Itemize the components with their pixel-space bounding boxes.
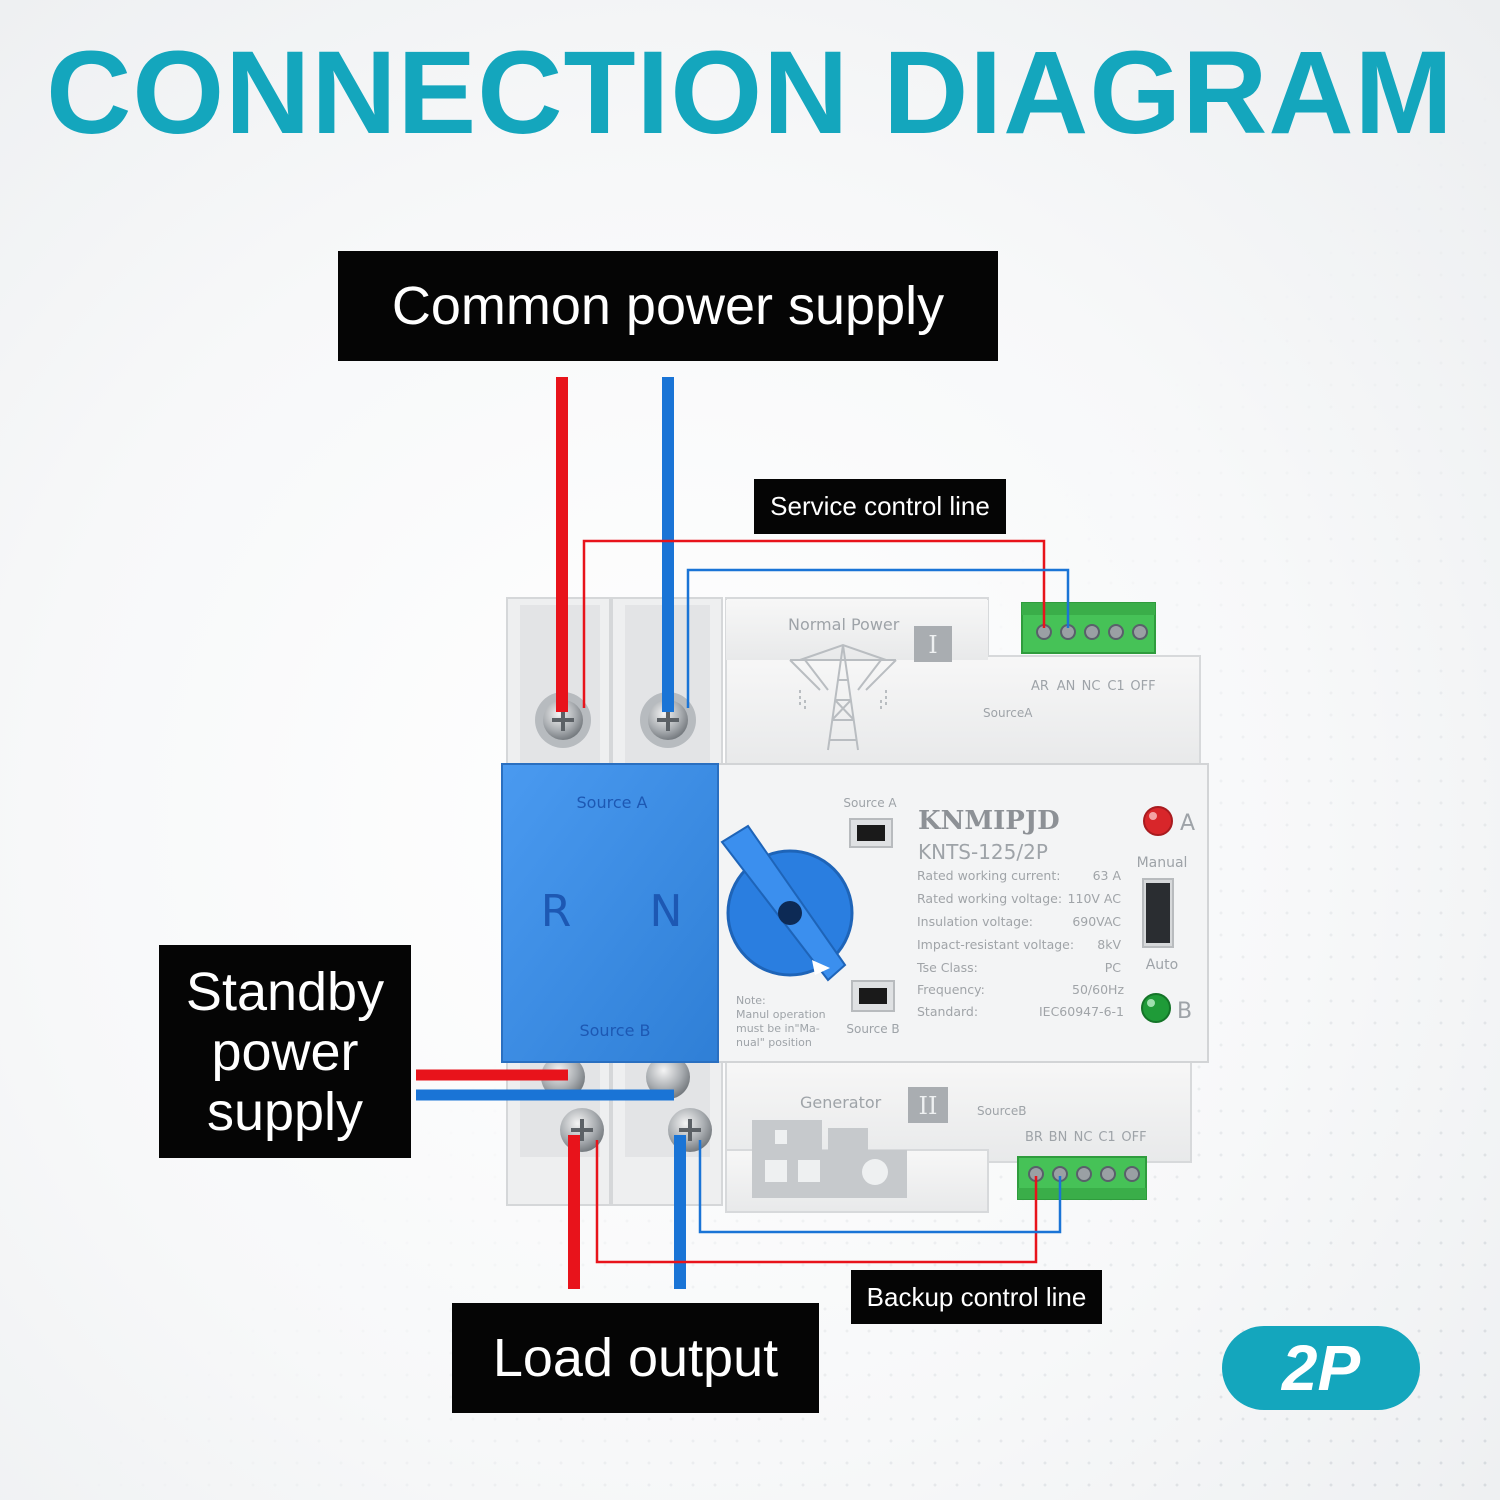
- note-line-1: Note:: [736, 994, 766, 1007]
- spec-list: Rated working current: 63 A Rated workin…: [916, 868, 1124, 1019]
- spec-value: 110V AC: [1068, 891, 1122, 906]
- service-control-line-label: Service control line: [754, 479, 1006, 534]
- screw-bottom-n-slot: [679, 1119, 701, 1141]
- bottom-control-terminal-block: [1017, 1156, 1147, 1200]
- terminal-label-br: BR: [1025, 1130, 1043, 1145]
- note-line-3: must be in"Ma-: [736, 1022, 820, 1035]
- cover-source-b: Source B: [579, 1021, 650, 1040]
- screw-mid-n: [646, 1055, 690, 1099]
- terminal-label-c1-bottom: C1: [1098, 1130, 1115, 1145]
- terminal-label-nc-bottom: NC: [1074, 1130, 1093, 1145]
- spec-label: Standard:: [917, 1004, 978, 1019]
- top-module: [725, 655, 1201, 767]
- led-green-icon: [1141, 993, 1171, 1023]
- pole-count-badge: 2P: [1222, 1326, 1420, 1410]
- spec-value: 8kV: [1097, 937, 1121, 952]
- transfer-switch-device: Normal Power I SourceA AR AN NC C1 OFF G…: [501, 597, 1209, 1213]
- terminal-label-an: AN: [1057, 679, 1076, 694]
- backup-control-live-line: [595, 1140, 1038, 1264]
- spec-label: Frequency:: [917, 982, 985, 997]
- bottom-module-name: Generator: [800, 1093, 882, 1112]
- roman-numeral-bottom: II: [919, 1092, 938, 1120]
- rotary-handle-icon[interactable]: [720, 824, 854, 982]
- model-number: KNTS-125/2P: [918, 840, 1048, 864]
- mode-manual-label: Manual: [1137, 855, 1188, 871]
- spec-value: 63 A: [1093, 868, 1122, 883]
- top-control-terminal-block: [1021, 602, 1156, 654]
- spec-label: Impact-resistant voltage:: [917, 937, 1074, 952]
- terminal-label-nc-top: NC: [1082, 679, 1101, 694]
- mode-auto-label: Auto: [1146, 957, 1179, 973]
- spec-label: Tse Class:: [916, 960, 978, 975]
- note-line-2: Manul operation: [736, 1008, 826, 1021]
- spec-value: 50/60Hz: [1072, 982, 1124, 997]
- page-title: CONNECTION DIAGRAM: [46, 27, 1454, 159]
- brand-name: KNMIPJD: [918, 806, 1060, 836]
- window-source-a-label: Source A: [843, 796, 897, 810]
- roman-badge-bottom: [908, 1087, 948, 1123]
- indicator-b-label: B: [1177, 999, 1192, 1024]
- roman-badge-top: [914, 626, 952, 662]
- spec-label: Insulation voltage:: [917, 914, 1033, 929]
- terminal-label-off-bottom: OFF: [1121, 1130, 1146, 1145]
- screw-top-r-slot: [552, 709, 574, 731]
- terminal-label-c1-top: C1: [1107, 679, 1124, 694]
- wires: [416, 377, 1070, 1289]
- note-line-4: nual" position: [736, 1036, 812, 1049]
- standby-power-supply-label: Standby power supply: [159, 945, 411, 1158]
- terminal-label-bn: BN: [1049, 1130, 1068, 1145]
- spec-label: Rated working voltage:: [917, 891, 1062, 906]
- window-source-b-label: Source B: [846, 1022, 899, 1036]
- spec-value: PC: [1105, 960, 1122, 975]
- load-output-label: Load output: [452, 1303, 819, 1413]
- top-module-name: Normal Power: [788, 615, 900, 634]
- screw-bottom-r-slot: [571, 1119, 593, 1141]
- cover-phase-r: R: [541, 886, 572, 937]
- top-source-label: SourceA: [983, 706, 1033, 720]
- generator-icon: [752, 1120, 907, 1198]
- cover-source-a: Source A: [577, 793, 648, 812]
- bottom-source-label: SourceB: [977, 1104, 1026, 1118]
- indicator-a-label: A: [1180, 811, 1195, 836]
- spec-label: Rated working current:: [917, 868, 1060, 883]
- spec-value: IEC60947-6-1: [1039, 1004, 1124, 1019]
- terminal-label-ar: AR: [1031, 679, 1049, 694]
- backup-control-neutral-line: [698, 1140, 1062, 1234]
- cover-phase-n: N: [650, 886, 683, 937]
- service-control-neutral-line: [686, 568, 1070, 708]
- transmission-tower-icon: [789, 643, 897, 751]
- spec-value: 690VAC: [1072, 914, 1121, 929]
- backup-control-line-label: Backup control line: [851, 1270, 1102, 1324]
- terminal-label-off-top: OFF: [1130, 679, 1155, 694]
- mode-switch-lever[interactable]: [1146, 883, 1170, 943]
- service-control-live-line: [582, 539, 1046, 708]
- screw-top-n-slot: [657, 709, 679, 731]
- roman-numeral-top: I: [928, 631, 937, 659]
- blue-terminal-cover: [501, 763, 719, 1063]
- led-red-icon: [1143, 806, 1173, 836]
- common-power-supply-label: Common power supply: [338, 251, 998, 361]
